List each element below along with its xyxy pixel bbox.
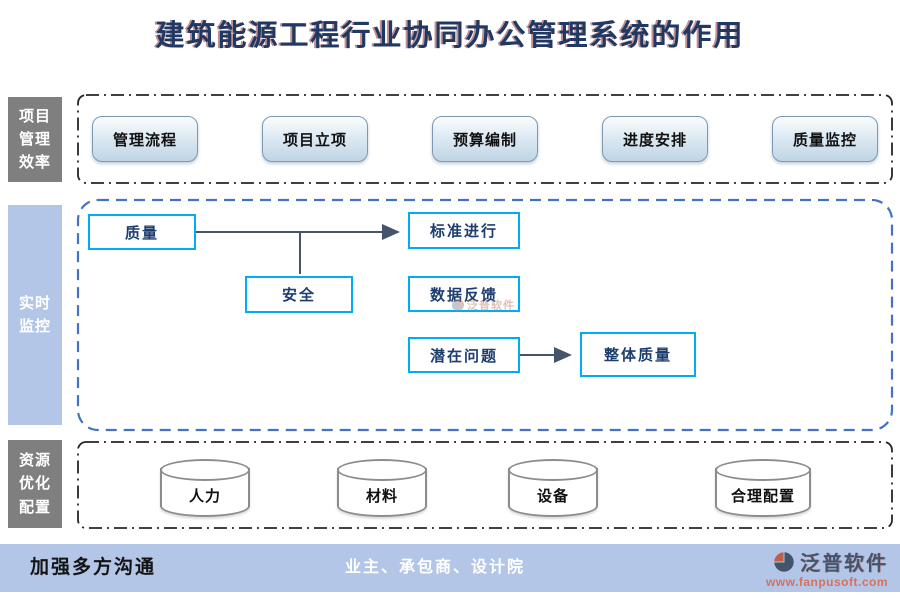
cylinder-reasonable-allocation: 合理配置: [715, 459, 811, 517]
node-safety: 安全: [245, 276, 353, 313]
button-schedule-arrangement[interactable]: 进度安排: [602, 116, 708, 162]
connector-arrows: [196, 224, 572, 363]
sidebar-item-resource-optimize: 资源 优化 配置: [8, 440, 62, 528]
sidebar-item-project-efficiency: 项目 管理 效率: [8, 97, 62, 182]
footer-bar: 加强多方沟通 业主、承包商、设计院 泛普软件 www.fanpusoft.com: [0, 544, 900, 592]
node-quality: 质量: [88, 214, 196, 250]
monitor-section-border: [76, 198, 894, 432]
node-standard-run: 标准进行: [408, 212, 520, 249]
process-section-border: [77, 94, 893, 184]
watermark: 泛普软件: [452, 297, 515, 313]
cylinder-top: [715, 459, 811, 481]
node-overall-quality: 整体质量: [580, 332, 696, 377]
cylinder-top: [160, 459, 250, 481]
button-project-initiation[interactable]: 项目立项: [262, 116, 368, 162]
sidebar-item-realtime-monitor: 实时 监控: [8, 205, 62, 425]
cylinder-label: 材料: [365, 488, 398, 505]
cylinder-manpower: 人力: [160, 459, 250, 517]
brand-block: 泛普软件 www.fanpusoft.com: [766, 547, 888, 589]
cylinder-label: 合理配置: [730, 488, 795, 505]
brand-url[interactable]: www.fanpusoft.com: [765, 575, 888, 589]
brand-logo-icon: [773, 550, 795, 573]
cylinder-top: [508, 459, 598, 481]
watermark-text: 泛普软件: [467, 300, 515, 312]
cylinder-label: 设备: [536, 488, 569, 505]
node-potential-issues: 潜在问题: [408, 337, 520, 373]
process-button-row: 管理流程 项目立项 预算编制 进度安排 质量监控: [78, 95, 892, 183]
cylinder-equipment: 设备: [508, 459, 598, 517]
brand-name: 泛普软件: [800, 553, 888, 575]
watermark-logo-icon: [452, 299, 464, 311]
footer-communication-label: 加强多方沟通: [30, 557, 157, 578]
cylinder-label: 人力: [188, 488, 221, 505]
cylinder-materials: 材料: [337, 459, 427, 517]
button-quality-monitoring[interactable]: 质量监控: [772, 116, 878, 162]
page-title: 建筑能源工程行业协同办公管理系统的作用: [155, 20, 745, 52]
cylinder-top: [337, 459, 427, 481]
footer-parties-label: 业主、承包商、设计院: [345, 559, 526, 576]
button-budget-preparation[interactable]: 预算编制: [432, 116, 538, 162]
node-data-feedback: 数据反馈: [408, 276, 520, 312]
resource-row: 人力 材料 设备 合理配置: [78, 442, 892, 528]
button-management-process[interactable]: 管理流程: [92, 116, 198, 162]
